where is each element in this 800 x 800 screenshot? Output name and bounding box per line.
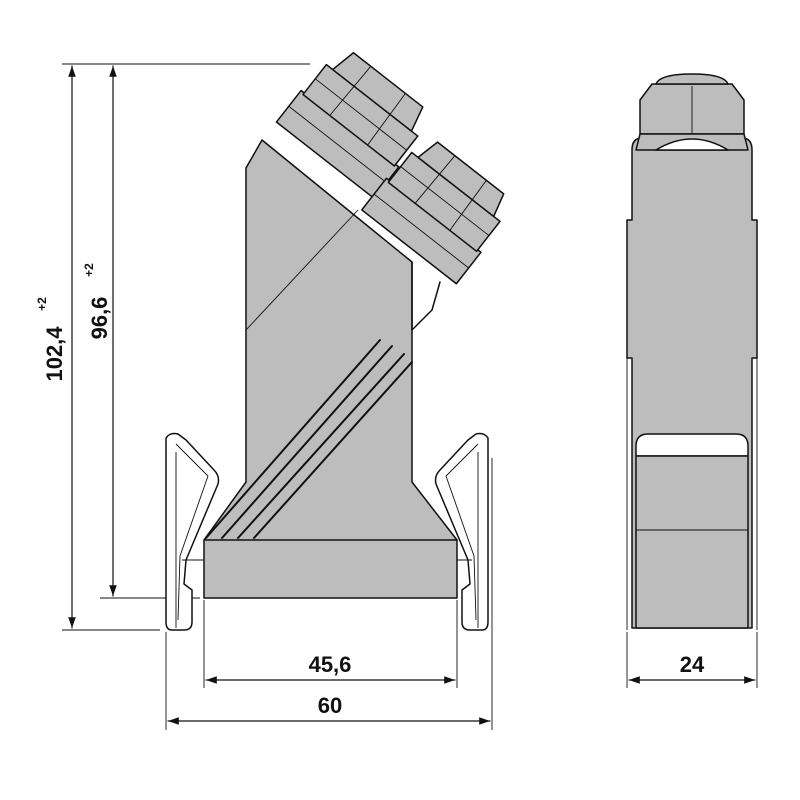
housing-body — [203, 139, 458, 599]
dim-base-height: 96,6 +2 — [82, 65, 117, 597]
dim-overall-width-value: 60 — [318, 693, 342, 718]
dim-overall-height-tolerance: +2 — [35, 297, 49, 311]
dim-base-height-tolerance: +2 — [82, 263, 96, 277]
right-rail-clip — [434, 432, 489, 631]
housing-ribs — [205, 209, 413, 539]
side-view — [626, 73, 758, 630]
dim-inner-width-value: 45,6 — [309, 652, 352, 677]
upper-cable-gland — [275, 52, 424, 200]
dim-depth-value: 24 — [680, 652, 705, 677]
dim-depth: 24 — [626, 632, 758, 688]
dim-base-height-value: 96,6 — [87, 297, 112, 340]
dim-overall-height: 102,4 +2 — [35, 65, 76, 629]
left-rail-clip — [165, 432, 220, 631]
dim-overall-height-value: 102,4 — [42, 326, 67, 382]
dim-inner-width: 45,6 — [203, 600, 458, 688]
front-view — [62, 52, 505, 631]
dim-overall-width: 60 — [165, 458, 493, 730]
lower-cable-gland — [361, 141, 505, 285]
side-latch — [635, 433, 749, 457]
